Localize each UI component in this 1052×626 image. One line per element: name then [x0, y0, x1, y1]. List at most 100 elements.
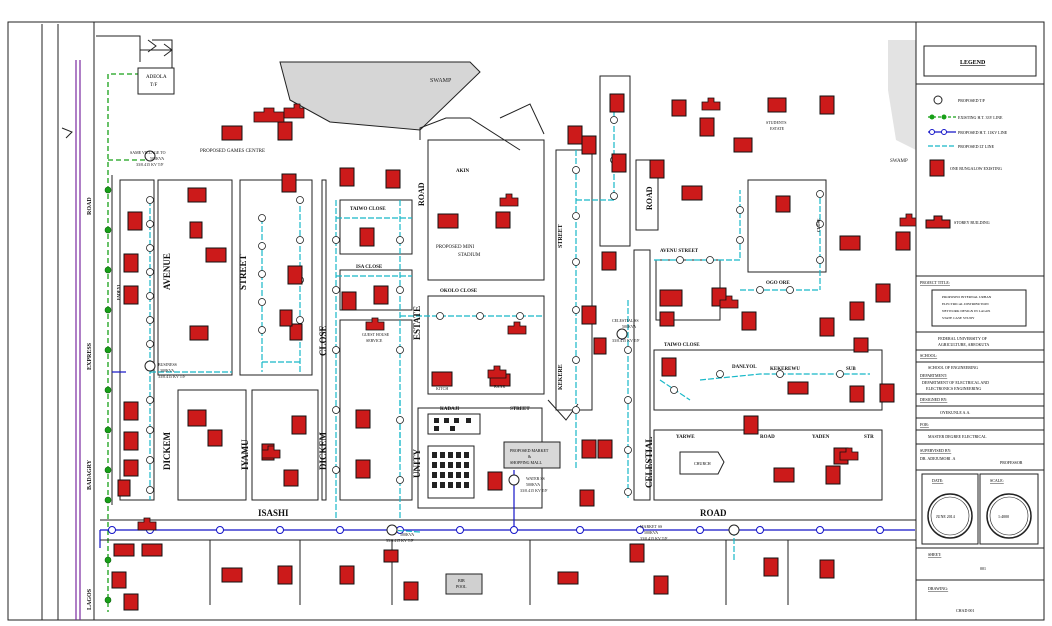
svg-text:PROPOSED H.T. 11KV LINE: PROPOSED H.T. 11KV LINE: [958, 130, 1008, 135]
svg-text:STATE CASE STUDY: STATE CASE STUDY: [942, 316, 975, 320]
svg-text:JUNE 2014: JUNE 2014: [936, 514, 955, 519]
svg-text:SCHOOL:: SCHOOL:: [920, 353, 937, 358]
date-stamp-circle: [927, 493, 973, 539]
svg-text:WATER SS: WATER SS: [526, 476, 545, 481]
svg-text:ELECTRICAL DISTRIBUTION: ELECTRICAL DISTRIBUTION: [942, 302, 989, 306]
svg-text:ROAD: ROAD: [417, 182, 426, 206]
legend-title: LEGEND: [960, 60, 986, 66]
svg-text:DEPARTMENT OF ELECTRICAL AND: DEPARTMENT OF ELECTRICAL AND: [922, 380, 989, 385]
svg-text:KADAJI: KADAJI: [440, 407, 459, 412]
svg-text:OYEKUNLE A.A.: OYEKUNLE A.A.: [940, 410, 970, 415]
svg-text:SCHOOL OF ENGINEERING: SCHOOL OF ENGINEERING: [928, 365, 978, 370]
svg-text:DICKEM: DICKEM: [162, 431, 172, 470]
svg-text:PROPOSED INTERNAL URBAN: PROPOSED INTERNAL URBAN: [942, 295, 992, 299]
svg-text:SERVICE: SERVICE: [366, 338, 383, 343]
svg-text:ESTATE: ESTATE: [770, 126, 785, 131]
svg-text:STREET: STREET: [510, 407, 530, 412]
svg-text:DEPARTMENT:: DEPARTMENT:: [920, 373, 947, 378]
svg-text:ESTATE: ESTATE: [412, 306, 422, 340]
svg-text:PROPOSED MINI: PROPOSED MINI: [436, 245, 475, 250]
svg-text:CLOSE: CLOSE: [816, 218, 821, 232]
svg-text:YARWE: YARWE: [676, 435, 695, 440]
svg-text:SHOPPING MALL: SHOPPING MALL: [510, 460, 542, 465]
svg-text:AKIN: AKIN: [456, 169, 469, 174]
expressway: [41, 22, 95, 620]
legend-item-33kv: EXISTING H.T. 33V LINE: [928, 114, 1003, 120]
svg-text:500KVA: 500KVA: [526, 482, 540, 487]
svg-text:CHURCH: CHURCH: [694, 461, 711, 466]
svg-text:GUEST HOUSE: GUEST HOUSE: [362, 332, 390, 337]
legend-panel: LEGEND PROPOSED T/F EXISTING H.T. 33V LI…: [915, 21, 1045, 621]
buildings: [111, 93, 911, 611]
legend-item-lt: PROPOSED LT LINE: [928, 144, 995, 149]
svg-text:ELECTRONICS ENGINEERING: ELECTRONICS ENGINEERING: [926, 386, 981, 391]
existing-33kv-line: [107, 73, 150, 612]
legend-item-bungalow: ONE BUNGALOW EXISTING: [929, 159, 1002, 177]
svg-text:SAME VILLAGE TO: SAME VILLAGE TO: [130, 150, 166, 155]
svg-text:SUB: SUB: [846, 367, 856, 372]
svg-text:SHEET:: SHEET:: [928, 552, 941, 557]
svg-text:MASTER DEGREE ELECTRICAL: MASTER DEGREE ELECTRICAL: [928, 434, 987, 439]
svg-text:STREET: STREET: [238, 254, 248, 290]
svg-text:STR: STR: [864, 435, 874, 440]
svg-text:ROAD: ROAD: [645, 186, 654, 210]
svg-text:STUDENTS: STUDENTS: [766, 120, 786, 125]
legend-item-proposed-tf: PROPOSED T/F: [933, 95, 986, 105]
svg-text:BANK: BANK: [494, 384, 505, 389]
svg-text:T/F: T/F: [150, 83, 157, 88]
svg-text:TAIWO CLOSE: TAIWO CLOSE: [350, 207, 386, 212]
svg-text:500KVA: 500KVA: [400, 532, 414, 537]
svg-text:ROAD: ROAD: [760, 435, 775, 440]
lt-poles: [146, 116, 844, 496]
svg-text:BUSINESS: BUSINESS: [158, 362, 177, 367]
svg-text:&: &: [528, 454, 532, 459]
svg-text:33/0.415 KV T/F: 33/0.415 KV T/F: [612, 338, 640, 343]
svg-text:FOR:: FOR:: [920, 422, 929, 427]
svg-text:FADEYI: FADEYI: [116, 285, 121, 300]
svg-text:DESIGNED BY:: DESIGNED BY:: [920, 397, 947, 402]
games-centre-label: PROPOSED GAMES CENTRE: [200, 149, 265, 154]
svg-text:500KVA: 500KVA: [622, 324, 636, 329]
svg-text:SCALE:: SCALE:: [990, 478, 1004, 483]
svg-text:CHAD 001: CHAD 001: [956, 608, 974, 613]
swamp-top-label: SWAMP: [430, 78, 452, 84]
11kv-poles: [108, 526, 884, 534]
svg-text:ADEOLA: ADEOLA: [146, 75, 167, 80]
road-network: [100, 75, 916, 605]
svg-text:AGRICULTURE, ABEOKUTA: AGRICULTURE, ABEOKUTA: [938, 342, 989, 348]
substation-markers: [144, 150, 740, 536]
svg-text:EXISTING H.T. 33V LINE: EXISTING H.T. 33V LINE: [958, 115, 1003, 120]
adeola-transformer: ADEOLA T/F: [96, 35, 175, 95]
svg-text:ROAD: ROAD: [700, 508, 727, 518]
legend-item-11kv: PROPOSED H.T. 11KV LINE: [928, 129, 1008, 135]
swamp-area-right: [888, 40, 916, 150]
svg-text:ISA CLOSE: ISA CLOSE: [356, 265, 383, 270]
legend-item-storey: STOREY BUILDING: [925, 215, 990, 229]
svg-text:EXPRESS: EXPRESS: [87, 342, 93, 370]
svg-text:STREET: STREET: [558, 224, 564, 248]
svg-text:500KVA: 500KVA: [150, 156, 164, 161]
misc-structures: PROPOSED MARKET & SHOPPING MALL BIB POOL…: [427, 413, 725, 595]
svg-text:KITCH: KITCH: [436, 386, 448, 391]
svg-text:PROPOSED LT LINE: PROPOSED LT LINE: [958, 144, 995, 149]
svg-text:001: 001: [980, 566, 986, 571]
svg-text:DICKEM: DICKEM: [318, 431, 328, 470]
swamp-area-top: [279, 61, 481, 131]
svg-text:BIB: BIB: [458, 578, 465, 583]
svg-text:OKOLO CLOSE: OKOLO CLOSE: [440, 289, 478, 294]
svg-text:ISASHI: ISASHI: [258, 508, 289, 518]
svg-text:33/0.415 KV T/F: 33/0.415 KV T/F: [520, 488, 548, 493]
svg-text:AVENUE: AVENUE: [162, 253, 172, 290]
svg-text:NETWORK DESIGN IN LAGOS: NETWORK DESIGN IN LAGOS: [942, 309, 990, 313]
svg-text:SUPERVISED BY:: SUPERVISED BY:: [920, 448, 951, 453]
svg-text:DRAWING:: DRAWING:: [928, 586, 948, 591]
svg-text:AVENU STREET: AVENU STREET: [660, 249, 699, 254]
svg-text:33/0.415 KV T/F: 33/0.415 KV T/F: [136, 162, 164, 167]
svg-text:1:4000: 1:4000: [998, 514, 1009, 519]
svg-text:TAIWO CLOSE: TAIWO CLOSE: [664, 343, 700, 348]
svg-text:CLOSE: CLOSE: [318, 325, 328, 356]
svg-text:PROPOSED MARKET: PROPOSED MARKET: [510, 448, 549, 453]
scale-stamp-circle: [986, 493, 1032, 539]
lt-lines: [149, 110, 870, 560]
